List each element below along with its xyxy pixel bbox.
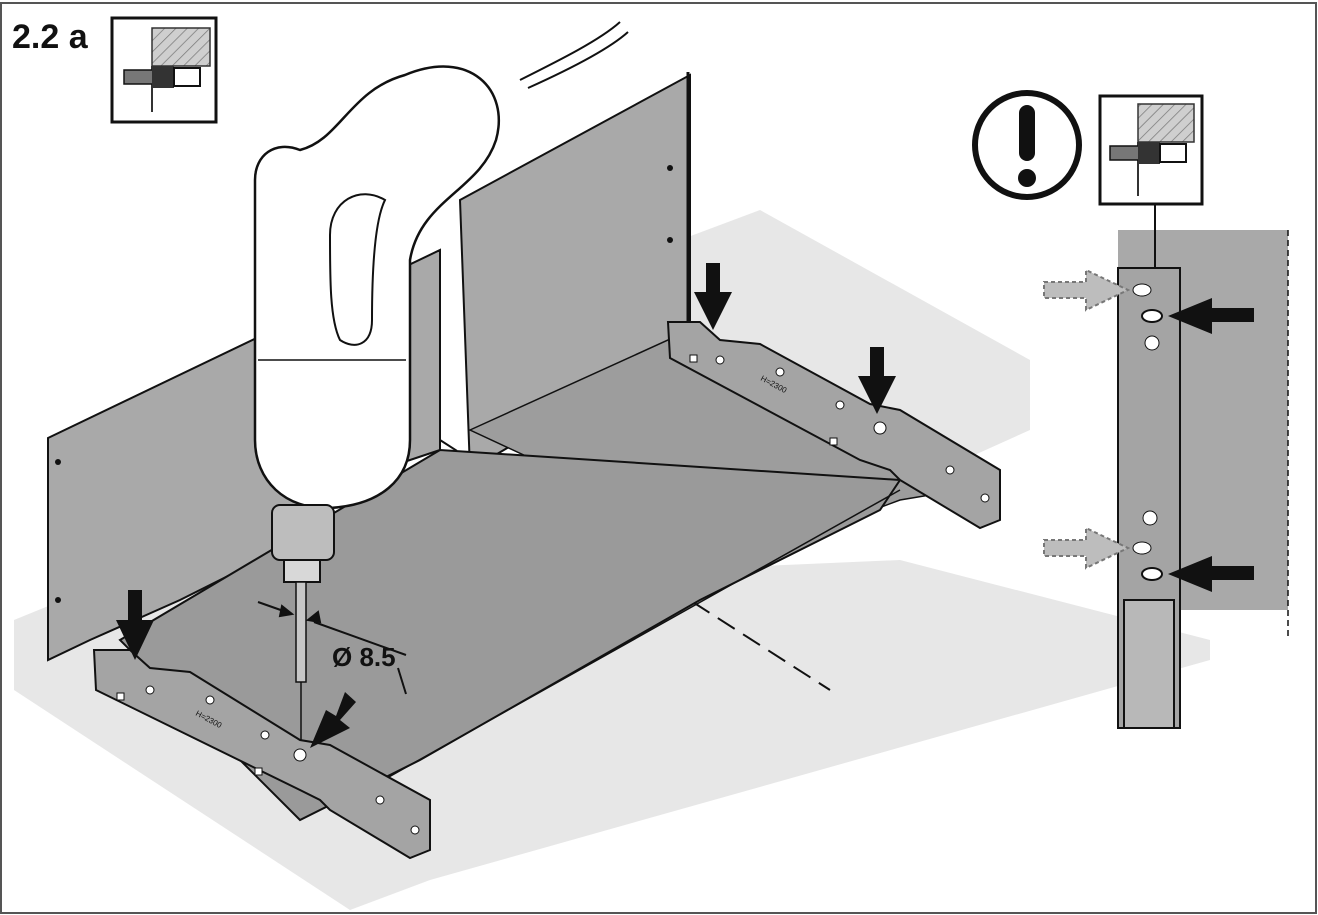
drill-diameter-marker [257, 601, 407, 695]
arrow-down-icon [694, 263, 732, 330]
arrow-dashed-icon [1043, 268, 1131, 570]
arrow-down-icon [858, 347, 896, 414]
mounting-bracket-back: H=2300 [666, 321, 1001, 530]
warning-icon [972, 90, 1082, 200]
drill-diameter-label: Ø 8.5 [332, 642, 396, 672]
arrow-left-icon [1168, 298, 1254, 592]
step-number: 2.2 a [12, 18, 88, 56]
drill-icon [253, 21, 629, 740]
arrow-down-icon [116, 590, 154, 660]
arrow-diagonal-icon [310, 692, 356, 748]
mounting-bracket-front: H=2300 [92, 649, 431, 860]
detail-view-panel [1117, 205, 1289, 729]
mounting-detail-icon [110, 16, 218, 124]
mounting-detail-icon [1098, 94, 1204, 206]
